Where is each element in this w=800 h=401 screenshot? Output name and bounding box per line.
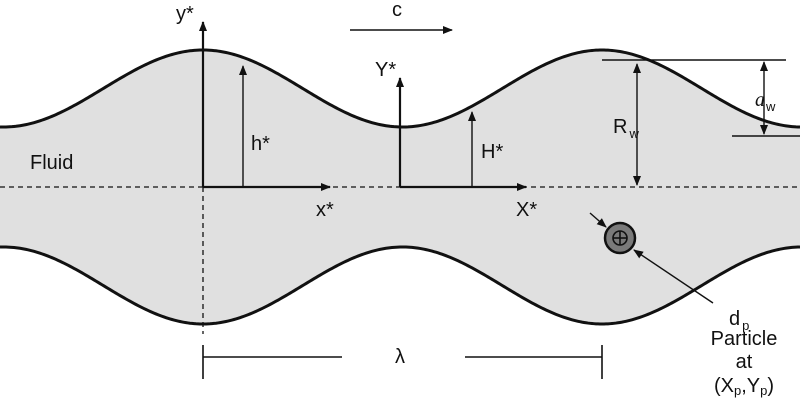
wave-x-axis-label: X* (516, 199, 537, 221)
lower-channel-wall (0, 245, 800, 326)
fluid-label: Fluid (30, 152, 73, 174)
particle-diameter-arrow-lower (633, 249, 714, 304)
particle-position-label: (Xp,Yp) (714, 375, 774, 398)
lab-x-axis-label: x* (316, 199, 334, 221)
lab-y-axis-label: y* (176, 3, 194, 25)
wave-height-label: H* (481, 141, 503, 163)
particle-desc-line1: Particle (711, 328, 778, 350)
wave-y-axis-label: Y* (375, 59, 396, 81)
particle-diameter-arrow-upper (589, 212, 607, 228)
wavelength-label: λ (395, 346, 405, 368)
lab-height-label: h* (251, 133, 270, 155)
wave-speed-label: c (392, 0, 402, 21)
amplitude-label: aw (755, 89, 776, 114)
particle-desc-line2: at (736, 351, 753, 373)
particle (603, 221, 637, 255)
